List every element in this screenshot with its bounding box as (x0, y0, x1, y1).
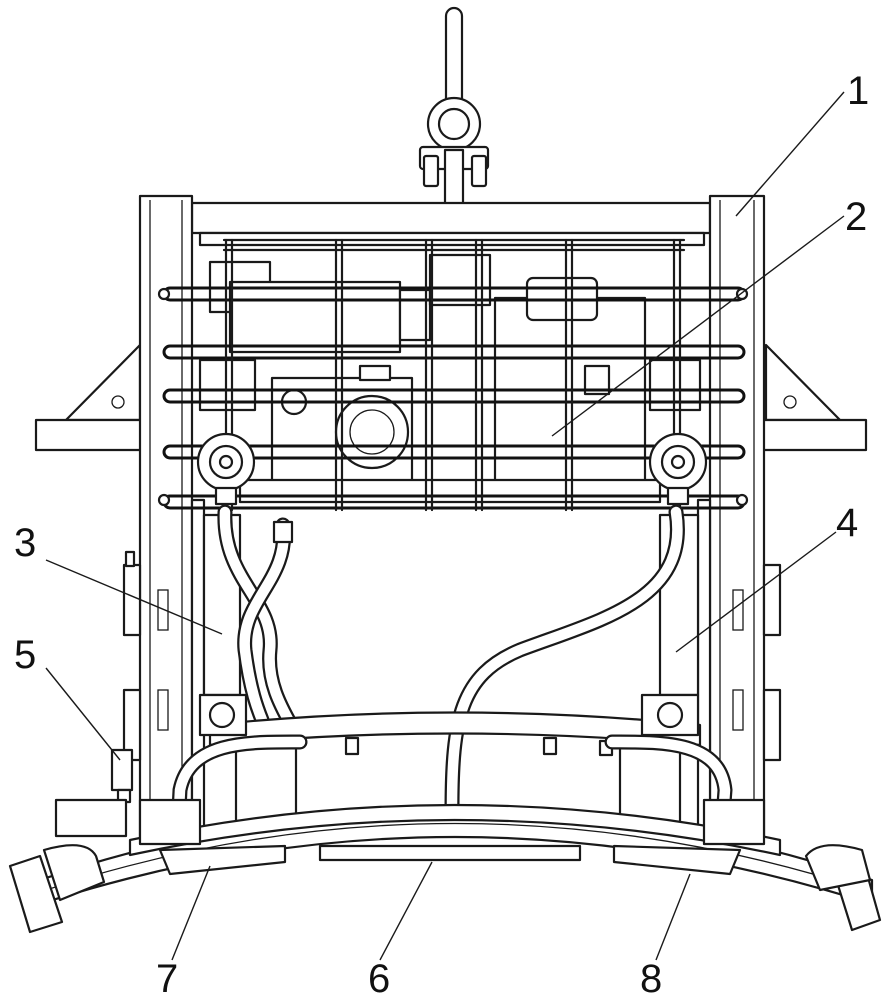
callout-7: 7 (156, 957, 178, 1000)
pads (158, 844, 742, 876)
rollers (196, 432, 708, 506)
lifting-hook (418, 6, 490, 240)
callout-labels: 1 2 3 4 5 6 7 8 (14, 69, 869, 1000)
callout-4: 4 (836, 501, 858, 545)
top-frame (190, 201, 712, 247)
side-brackets (34, 343, 868, 452)
right-column (696, 194, 782, 848)
callout-5: 5 (14, 633, 36, 677)
callout-2: 2 (845, 195, 867, 239)
leader-lines (45, 91, 845, 961)
curved-base (8, 798, 882, 934)
callout-8: 8 (640, 957, 662, 1000)
callout-1: 1 (847, 69, 869, 113)
valve-block (54, 748, 134, 838)
protective-cage (157, 238, 749, 512)
callout-3: 3 (14, 521, 36, 565)
callout-6: 6 (368, 957, 390, 1000)
power-unit (198, 253, 702, 504)
